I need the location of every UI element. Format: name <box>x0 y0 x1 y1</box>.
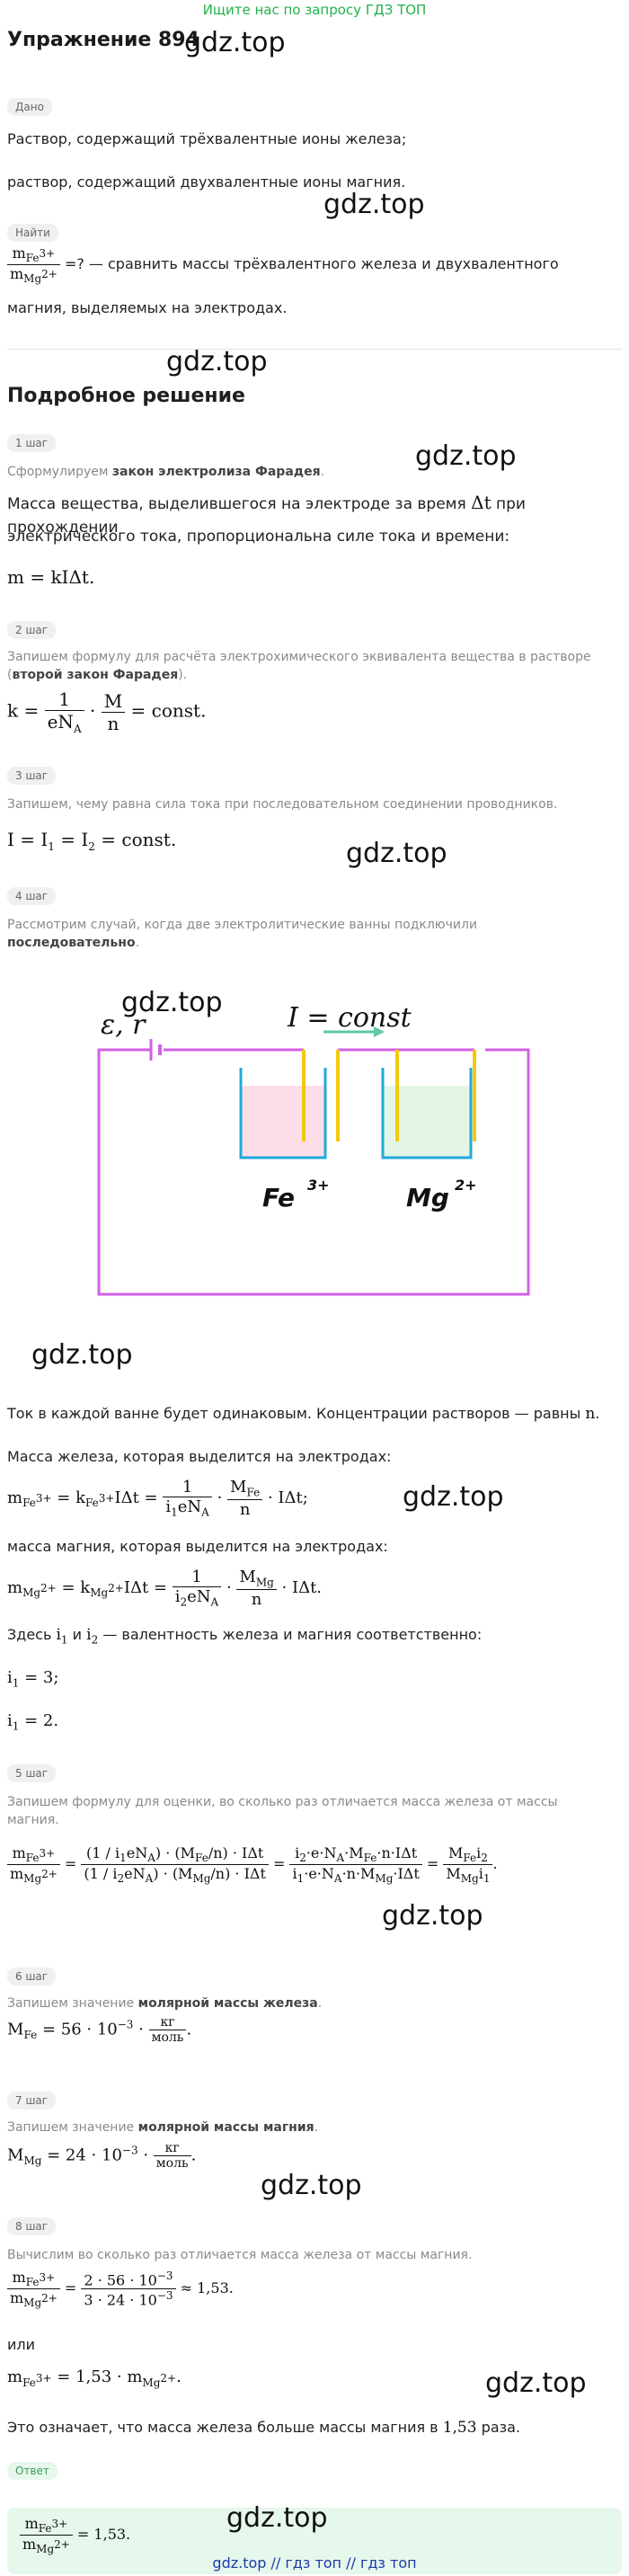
given-badge: Дано <box>7 98 52 116</box>
watermark: gdz.top <box>382 1900 483 1932</box>
solution-title: Подробное решение <box>7 385 245 407</box>
answer-formula: mFe3+mMg2+ = 1,53. <box>20 2515 130 2555</box>
current-arrow-head <box>374 1026 385 1037</box>
emf-label: ε, r <box>101 1009 146 1041</box>
paragraph-mg-mass: масса магния, которая выделится на элект… <box>7 1538 388 1555</box>
paragraph-current: Ток в каждой ванне будет одинаковым. Кон… <box>7 1405 600 1423</box>
formula-result-2: mFe3+ = 1,53 · mMg2+. <box>7 2367 182 2389</box>
step-1-paragraph: Масса вещества, выделившегося на электро… <box>7 492 526 537</box>
top-banner: Ищите нас по запросу ГДЗ ТОП <box>202 2 427 18</box>
step-5-badge: 5 шаг <box>7 1764 57 1782</box>
watermark: gdz.top <box>226 2502 328 2534</box>
step-4-text-2: последовательно. <box>7 936 140 950</box>
step-1-intro: Сформулируем закон электролиза Фарадея. <box>7 465 325 479</box>
step-7-text: Запишем значение молярной массы магния. <box>7 2120 319 2135</box>
step-6-text: Запишем значение молярной массы железа. <box>7 1996 323 2011</box>
step-1-badge: 1 шаг <box>7 434 57 452</box>
watermark: gdz.top <box>346 838 447 869</box>
step-5-text-2: магния. <box>7 1813 59 1827</box>
find-badge: Найти <box>7 224 58 242</box>
step-3-text: Запишем, чему равна сила тока при послед… <box>7 797 558 812</box>
watermark: gdz.top <box>184 27 286 58</box>
watermark: gdz.top <box>403 1481 504 1513</box>
step-2-text-2: (второй закон Фарадея). <box>7 668 188 682</box>
step-1-paragraph-2: электрического тока, пропорциональна сил… <box>7 528 510 546</box>
step-7-badge: 7 шаг <box>7 2092 57 2110</box>
step-6-badge: 6 шаг <box>7 1968 57 1985</box>
circuit-diagram: ε, r I = const Fe 3+ Mg 2+ <box>97 1007 530 1296</box>
given-line-1: Раствор, содержащий трёхвалентные ионы ж… <box>7 130 407 147</box>
text-or: или <box>7 2336 36 2353</box>
formula-ratio: mFe3+mMg2+ = (1 / i1eNA) · (MFe/n) · IΔt… <box>7 1844 498 1885</box>
valence-fe: i1 = 3; <box>7 1668 59 1690</box>
mg-charge: 2+ <box>455 1177 477 1194</box>
find-text-2: магния, выделяемых на электродах. <box>7 299 288 316</box>
mg-label: Mg <box>406 1183 449 1212</box>
watermark: gdz.top <box>121 987 223 1018</box>
answer-badge: Ответ <box>7 2462 58 2480</box>
bath-fe <box>239 1068 327 1159</box>
valence-mg: i1 = 2. <box>7 1711 59 1733</box>
fe-label: Fe <box>262 1183 295 1212</box>
paragraph-fe-mass: Масса железа, которая выделится на элект… <box>7 1448 392 1465</box>
step-3-badge: 3 шаг <box>7 767 57 785</box>
step-2-text: Запишем формулу для расчёта электрохимич… <box>7 650 591 664</box>
step-4-text: Рассмотрим случай, когда две электролити… <box>7 918 478 932</box>
circuit-wire <box>97 1048 530 1296</box>
conclusion: Это означает, что масса железа больше ма… <box>7 2419 521 2437</box>
find-expression: mFe3+mMg2+ =? — сравнить массы трёхвален… <box>7 244 559 285</box>
given-line-2: раствор, содержащий двухвалентные ионы м… <box>7 173 406 191</box>
footer: gdz.top // гдз топ // гдз топ <box>212 2554 417 2572</box>
fe-charge: 3+ <box>307 1177 330 1194</box>
step-8-text: Вычислим во сколько раз отличается масса… <box>7 2248 473 2262</box>
watermark: gdz.top <box>166 346 268 378</box>
divider <box>7 349 622 350</box>
current-label: I = const <box>287 1007 412 1034</box>
watermark: gdz.top <box>415 440 517 472</box>
formula-mass: m = kIΔt. <box>7 566 95 588</box>
step-5-text: Запишем формулу для оценки, во сколько р… <box>7 1795 558 1809</box>
watermark: gdz.top <box>261 2170 362 2201</box>
bath-fe-solution <box>241 1086 325 1158</box>
watermark: gdz.top <box>323 189 425 220</box>
formula-current: I = I1 = I2 = const. <box>7 829 177 853</box>
step-2-badge: 2 шаг <box>7 621 57 639</box>
watermark: gdz.top <box>31 1339 133 1371</box>
page-title: Упражнение 894 <box>7 29 199 51</box>
paragraph-valence: Здесь i1 и i2 — валентность железа и маг… <box>7 1626 483 1647</box>
step-4-badge: 4 шаг <box>7 887 57 905</box>
step-8-badge: 8 шаг <box>7 2217 57 2235</box>
bath-mg <box>381 1068 473 1159</box>
answer-box <box>7 2508 622 2574</box>
watermark: gdz.top <box>485 2367 587 2399</box>
